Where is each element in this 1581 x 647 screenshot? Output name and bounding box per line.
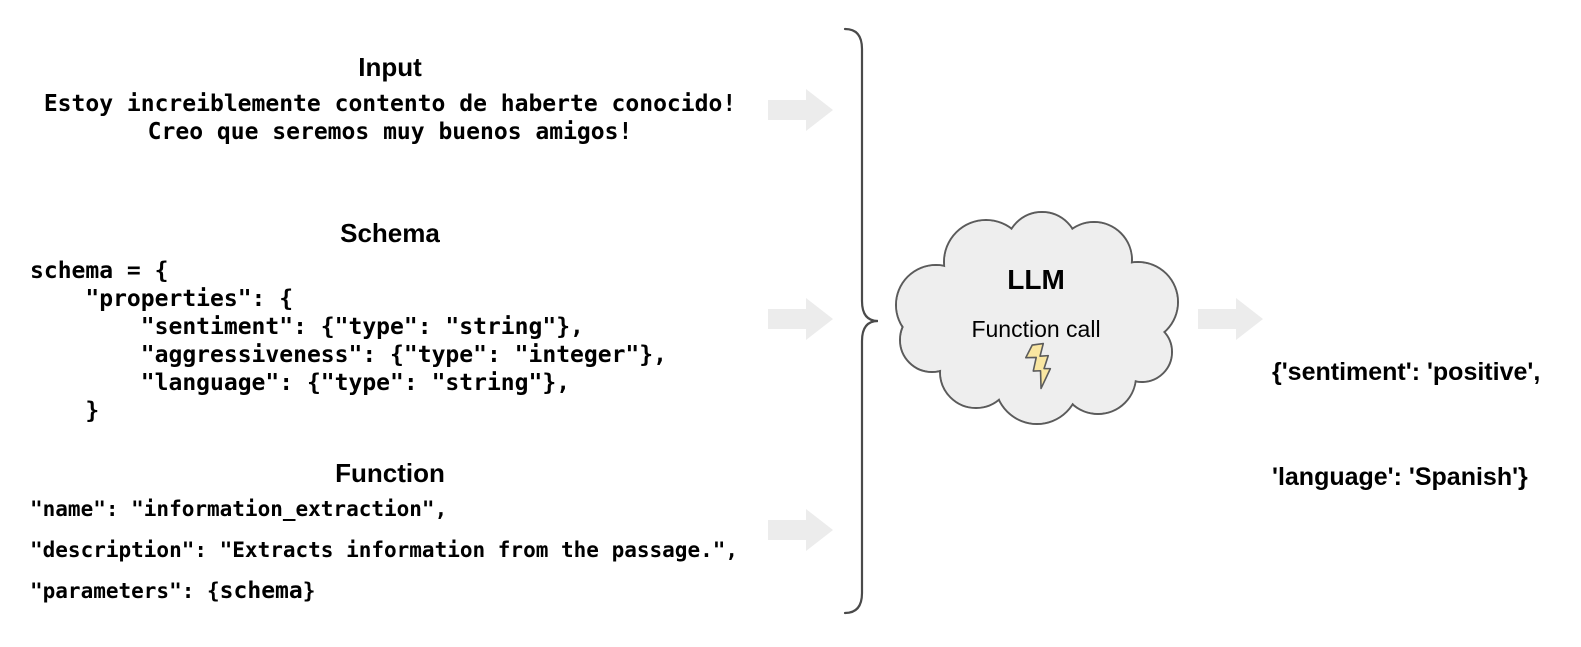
schema-section: Schema schema = { "properties": { "senti… bbox=[30, 218, 750, 425]
input-section: Input Estoy increiblemente contento de h… bbox=[30, 52, 750, 146]
arrow-right-icon bbox=[768, 89, 833, 131]
cloud-shape bbox=[895, 211, 1179, 425]
function-params-suffix: } bbox=[302, 579, 316, 603]
arrow-right-icon bbox=[1198, 298, 1263, 340]
llm-label: LLM bbox=[1007, 264, 1065, 295]
schema-code-line: schema = { bbox=[30, 258, 169, 284]
function-section-title: Function bbox=[335, 458, 445, 488]
output-result-line: {'sentiment': 'positive', bbox=[1272, 358, 1541, 386]
function-code-block: "name": "information_extraction", "descr… bbox=[30, 496, 750, 604]
schema-section-title: Schema bbox=[340, 218, 440, 248]
lightning-bolt-icon bbox=[1024, 342, 1052, 390]
schema-code-line: "properties": { bbox=[30, 286, 294, 312]
input-text-line: Creo que seremos muy buenos amigos! bbox=[147, 119, 633, 145]
output-result: {'sentiment': 'positive', 'language': 'S… bbox=[1272, 285, 1540, 565]
schema-code-line: "sentiment": {"type": "string"}, bbox=[30, 314, 584, 340]
curly-brace bbox=[843, 27, 879, 615]
arrow-right-icon bbox=[768, 509, 833, 551]
schema-code-block: schema = { "properties": { "sentiment": … bbox=[30, 257, 750, 425]
input-text-line: Estoy increiblemente contento de haberte… bbox=[43, 91, 737, 117]
schema-code-line: "language": {"type": "string"}, bbox=[30, 370, 571, 396]
function-code-line: "name": "information_extraction", bbox=[30, 497, 448, 521]
input-text-block: Estoy increiblemente contento de haberte… bbox=[30, 90, 750, 146]
function-call-label: Function call bbox=[971, 316, 1101, 342]
schema-code-line: } bbox=[30, 398, 100, 424]
output-result-line: 'language': 'Spanish'} bbox=[1272, 463, 1528, 491]
function-code-line: "description": "Extracts information fro… bbox=[30, 538, 739, 562]
function-params-prefix: "parameters": { bbox=[30, 579, 220, 603]
function-code-line: "parameters": {schema} bbox=[30, 578, 750, 604]
function-section: Function "name": "information_extraction… bbox=[30, 458, 750, 619]
input-section-title: Input bbox=[358, 52, 422, 82]
arrow-right-icon bbox=[768, 298, 833, 340]
function-params-schema-var: schema bbox=[219, 578, 303, 604]
schema-code-line: "aggressiveness": {"type": "integer"}, bbox=[30, 342, 667, 368]
